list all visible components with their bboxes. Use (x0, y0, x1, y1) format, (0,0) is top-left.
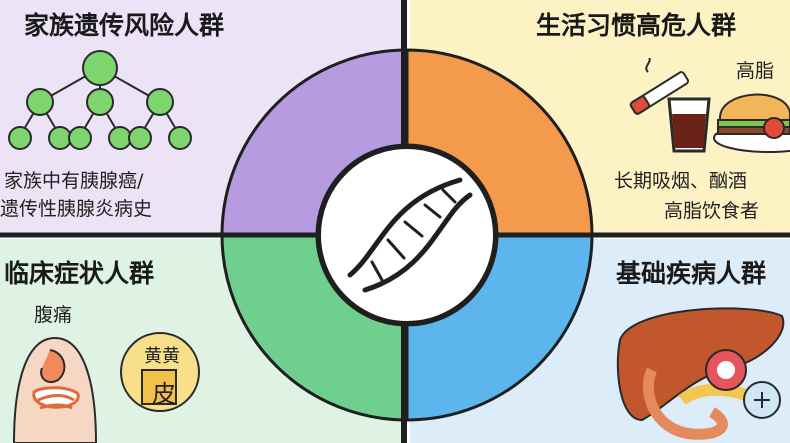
center-circle (317, 145, 497, 325)
family-desc-line2: 遗传性胰腺炎病史 (0, 198, 153, 220)
lifestyle-desc-line2: 高脂饮食者 (664, 200, 760, 222)
abdomen-icon (12, 336, 98, 443)
family-risk-title: 家族遗传风险人群 (24, 11, 225, 40)
clinical-symptom-title: 临床症状人群 (4, 259, 155, 288)
lifestyle-risk-title: 生活习惯高危人群 (536, 11, 737, 40)
abdominal-pain-label: 腹痛 (34, 304, 73, 326)
jaundice-label: 黄黄 (144, 346, 180, 367)
virus-icon (705, 349, 781, 419)
jaundice-badge-icon (120, 332, 200, 412)
family-desc-line1: 家族中有胰腺癌/ (4, 170, 144, 192)
high-fat-label: 高脂 (736, 60, 775, 82)
dna-icon (347, 177, 473, 293)
cigarette-icon (629, 58, 690, 115)
lifestyle-desc-line1: 长期吸烟、酗酒 (614, 170, 748, 192)
family-tree-icon (8, 50, 192, 150)
burger-icon (713, 93, 790, 153)
drink-glass-icon (667, 97, 711, 153)
underlying-disease-title: 基础疾病人群 (616, 259, 767, 288)
skin-label: 皮 (152, 380, 176, 408)
